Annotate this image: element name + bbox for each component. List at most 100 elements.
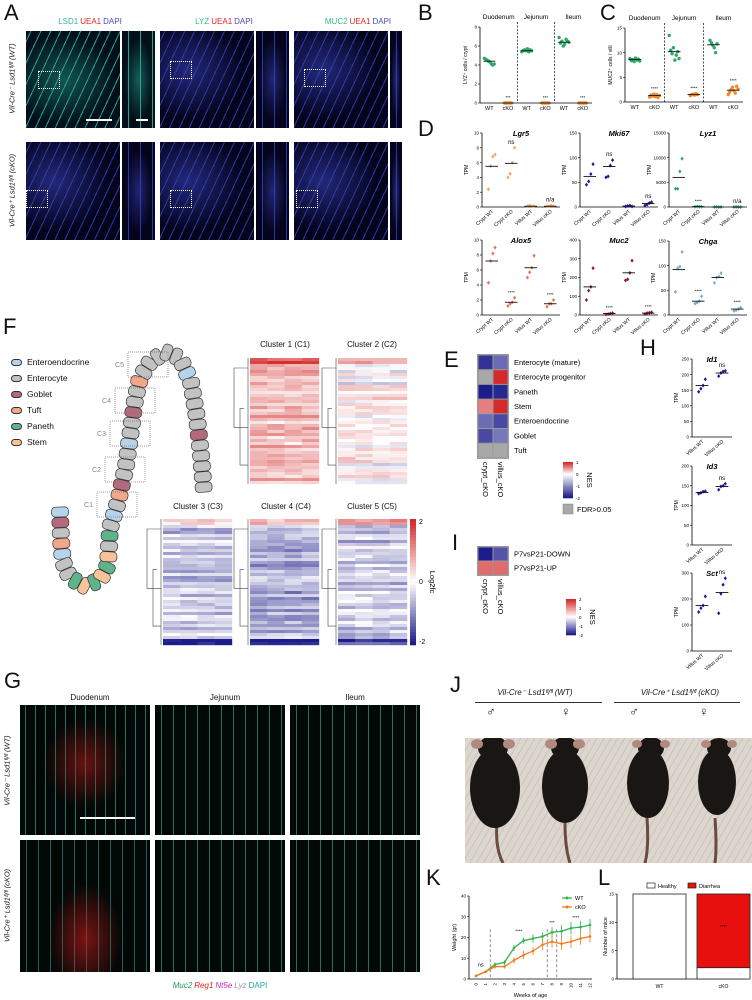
heatmap-cell bbox=[197, 582, 215, 586]
heatmap-cell bbox=[180, 549, 198, 553]
data-point bbox=[587, 288, 591, 293]
legend-item-stem: Stem bbox=[11, 437, 47, 447]
heatmap-cell bbox=[267, 454, 285, 458]
y-tick-label: 10 bbox=[609, 920, 615, 925]
heatmap-cell bbox=[355, 555, 373, 559]
data-point bbox=[560, 39, 564, 43]
heatmap-cell bbox=[355, 451, 373, 455]
x-tick-label: Villus WT bbox=[701, 209, 721, 227]
data-point bbox=[732, 205, 736, 209]
heatmap-cell bbox=[355, 415, 373, 419]
y-axis-label: TPM bbox=[674, 607, 680, 618]
heatmap-cell bbox=[197, 525, 215, 529]
significance-label: ns bbox=[478, 963, 484, 969]
colorbar-segment bbox=[410, 585, 416, 589]
data-point bbox=[654, 92, 659, 97]
heatmap-cell bbox=[372, 418, 390, 422]
heatmap-cell bbox=[372, 400, 390, 404]
data-point bbox=[719, 371, 723, 376]
region-label: C1 bbox=[84, 502, 93, 509]
row-label: Goblet bbox=[514, 431, 537, 440]
heatmap-cell bbox=[355, 558, 373, 562]
heatmap-cell bbox=[284, 597, 302, 601]
heatmap-cell bbox=[355, 546, 373, 550]
y-tick-label: 0 bbox=[574, 205, 577, 210]
heatmap-cell bbox=[163, 576, 181, 580]
heatmap-cell bbox=[214, 588, 233, 592]
stain-label: UEA1 bbox=[211, 17, 233, 26]
data-point bbox=[695, 204, 699, 209]
heatmap-cell bbox=[372, 481, 390, 485]
x-tick-label: Villus WT bbox=[701, 317, 721, 335]
epithelial-cell bbox=[149, 348, 166, 366]
heatmap-cell bbox=[250, 597, 268, 601]
heatmap-cell bbox=[301, 475, 320, 479]
y-tick-label: 50 bbox=[572, 180, 578, 185]
heatmap-cell bbox=[250, 636, 268, 640]
heatmap-cell bbox=[214, 534, 233, 538]
epithelial-cell bbox=[130, 375, 149, 388]
epithelial-cell bbox=[123, 416, 141, 429]
heatmap-cell bbox=[250, 463, 268, 467]
heatmap-cell bbox=[372, 594, 390, 598]
significance-label: **** bbox=[690, 86, 697, 91]
heatmap-cell bbox=[180, 582, 198, 586]
heatmap-cell bbox=[338, 612, 356, 616]
heatmap-cell bbox=[250, 540, 268, 544]
heatmap-cell bbox=[180, 624, 198, 628]
heatmap-cell bbox=[284, 612, 302, 616]
colorbar-segment bbox=[566, 617, 576, 619]
heatmap-cell bbox=[372, 433, 390, 437]
data-point bbox=[693, 204, 697, 209]
heatmap-cell bbox=[372, 588, 390, 592]
data-point bbox=[632, 59, 636, 64]
epithelial-cell bbox=[117, 458, 136, 471]
data-point bbox=[491, 63, 495, 67]
heatmap-cell bbox=[389, 570, 408, 574]
heatmap-cell bbox=[355, 597, 373, 601]
heatmap-cell bbox=[389, 448, 408, 452]
x-tick-label: Crypt cKO bbox=[493, 209, 515, 228]
heatmap-cell bbox=[267, 481, 285, 485]
data-point bbox=[697, 389, 701, 394]
panel-label-b: B bbox=[418, 0, 433, 25]
significance-label: **** bbox=[730, 78, 737, 83]
heatmap-cell bbox=[389, 397, 408, 401]
heatmap-cell bbox=[355, 478, 373, 482]
data-point bbox=[712, 46, 716, 50]
heatmap-cell bbox=[214, 576, 233, 580]
heatmap-cell bbox=[372, 439, 390, 443]
data-point bbox=[723, 481, 727, 486]
heatmap-cell bbox=[214, 582, 233, 586]
data-point bbox=[643, 312, 647, 317]
heatmap-cell bbox=[197, 636, 215, 640]
significance-label: ns bbox=[606, 152, 612, 158]
data-point bbox=[657, 93, 662, 98]
heatmap-cell bbox=[163, 531, 181, 535]
data-point bbox=[604, 175, 608, 180]
data-point bbox=[608, 163, 612, 168]
epithelial-cell bbox=[121, 427, 140, 440]
data-point bbox=[633, 56, 638, 60]
heatmap-cell bbox=[355, 528, 373, 532]
heatmap-cell bbox=[301, 636, 320, 640]
heatmap-cell bbox=[301, 531, 320, 535]
heatmap-cell bbox=[338, 472, 356, 476]
data-point bbox=[630, 258, 634, 263]
colorbar-segment bbox=[566, 631, 576, 633]
heatmap-cell bbox=[372, 621, 390, 625]
stain-label: Muc2 bbox=[172, 981, 193, 990]
heatmap-cell bbox=[478, 384, 493, 399]
data-point bbox=[636, 57, 641, 61]
heatmap-cell bbox=[250, 588, 268, 592]
heatmap-cell bbox=[338, 570, 356, 574]
heatmap-cell bbox=[355, 585, 373, 589]
data-point bbox=[493, 245, 497, 250]
heatmap-cell bbox=[372, 612, 390, 616]
cluster-title: Cluster 1 (C1) bbox=[260, 340, 310, 349]
heatmap-cell bbox=[180, 558, 198, 562]
heatmap-cell bbox=[250, 534, 268, 538]
heatmap-cell bbox=[284, 403, 302, 407]
data-point bbox=[733, 91, 737, 95]
